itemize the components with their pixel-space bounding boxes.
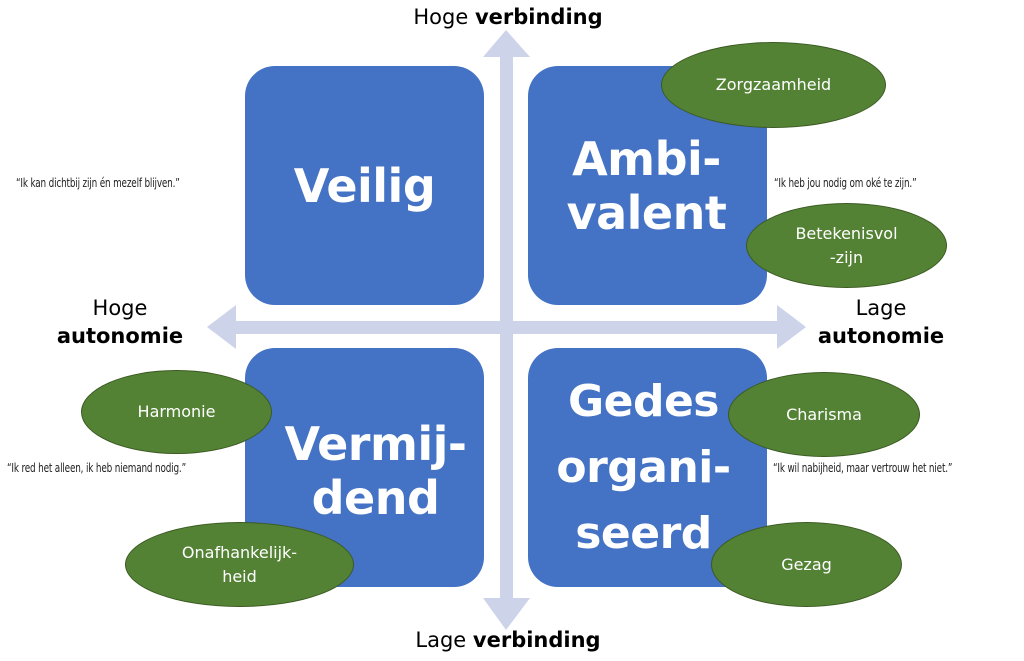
trait-label: Zorgzaamheid [715, 75, 832, 94]
trait-charisma: Charisma [728, 372, 920, 457]
axis-label-normal: Hoge [413, 5, 469, 29]
axis-label-bold: verbinding [472, 628, 601, 652]
trait-betekenisvol-zijn: Betekenisvol -zijn [746, 203, 947, 288]
axis-label-top: Hoge verbinding [398, 3, 618, 31]
quote-gedesorganiseerd: “Ik wil nabijheid, maar vertrouw het nie… [773, 461, 953, 475]
quadrant-title: Veilig [293, 158, 436, 213]
axis-label-normal: Hoge [92, 296, 148, 320]
quote-ambivalent: “Ik heb jou nodig om oké te zijn.” [774, 176, 917, 190]
trait-harmonie: Harmonie [81, 370, 272, 454]
quadrant-title: Ambi- valent [566, 131, 727, 240]
axis-label-left: Hoge autonomie [40, 294, 200, 350]
trait-label: Onafhankelijk- heid [181, 542, 298, 586]
axis-label-normal: Lage [415, 628, 467, 652]
trait-label: Betekenisvol -zijn [795, 223, 898, 267]
axis-label-bottom: Lage verbinding [398, 626, 618, 654]
quadrant-vermijdend: Vermij- dend [245, 348, 484, 587]
trait-label: Harmonie [137, 402, 216, 421]
trait-gezag: Gezag [711, 522, 902, 607]
quadrant-title: Vermij- dend [284, 416, 467, 525]
axis-label-bold: autonomie [56, 324, 184, 348]
trait-onafhankelijkheid: Onafhankelijk- heid [125, 522, 354, 607]
trait-zorgzaamheid: Zorgzaamheid [661, 42, 886, 128]
trait-label: Charisma [786, 404, 862, 424]
trait-label: Gezag [781, 554, 832, 574]
axis-label-bold: verbinding [474, 5, 603, 29]
quote-vermijdend: “Ik red het alleen, ik heb niemand nodig… [7, 461, 186, 475]
quote-veilig: “Ik kan dichtbij zijn én mezelf blijven.… [16, 176, 180, 190]
horizontal-axis-arrow [207, 305, 806, 349]
axis-label-normal: Lage [855, 296, 907, 320]
axis-label-right: Lage autonomie [801, 294, 961, 350]
quadrant-veilig: Veilig [245, 66, 484, 305]
quadrant-title: Gedes organi- seerd [556, 375, 731, 559]
quadrant-ambivalent: Ambi- valent [528, 66, 767, 305]
axis-label-bold: autonomie [817, 324, 945, 348]
